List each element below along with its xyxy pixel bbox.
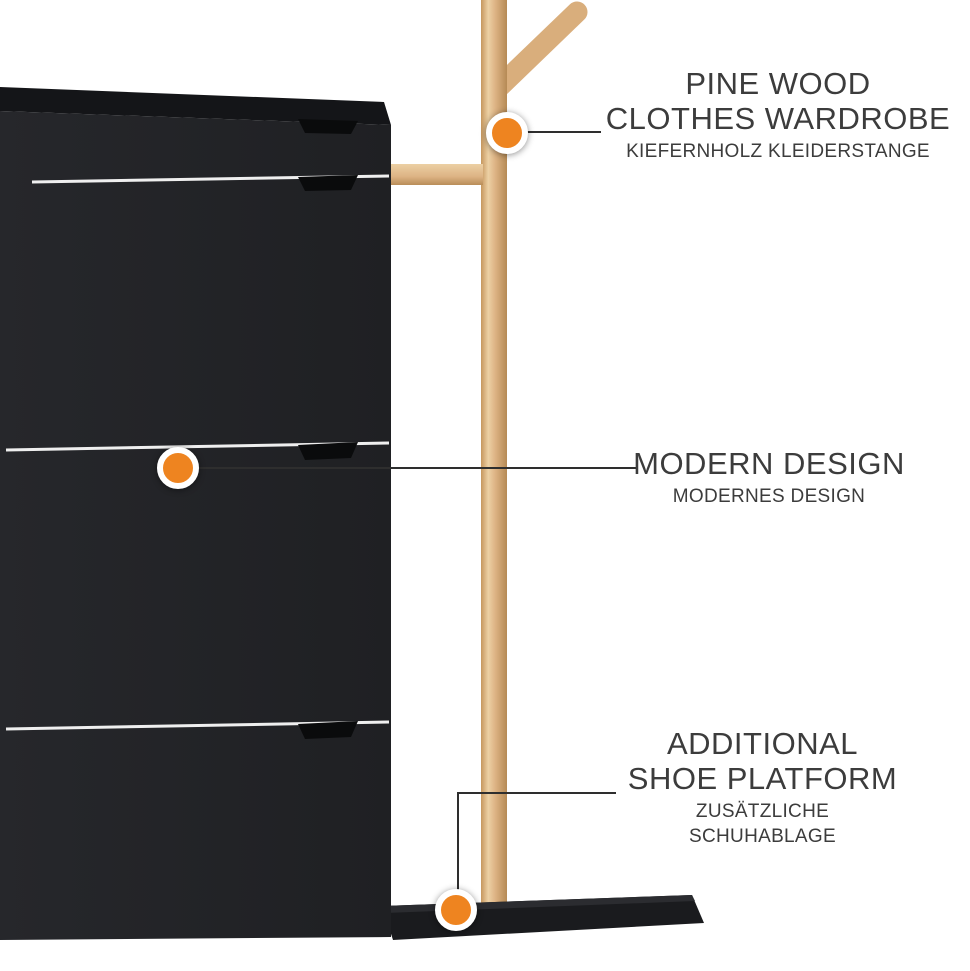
- callout-subtitle-line: SCHUHABLAGE: [689, 826, 836, 847]
- drawer-handle-notch: [298, 175, 358, 191]
- hanging-rail: [389, 164, 483, 185]
- callout-pine-wood-wardrobe: PINE WOOD CLOTHES WARDROBE KIEFERNHOLZ K…: [598, 66, 958, 164]
- feature-marker-platform: [435, 889, 477, 931]
- callout-subtitle: ZUSÄTZLICHE SCHUHABLAGE: [590, 799, 935, 849]
- callout-subtitle-line: ZUSÄTZLICHE: [695, 801, 830, 822]
- drawer-handle-notch: [298, 721, 358, 739]
- callout-title-line: MODERN DESIGN: [633, 446, 905, 481]
- cabinet-front-face: [0, 111, 391, 940]
- leader-line-platform: [457, 792, 616, 895]
- callout-subtitle: MODERNES DESIGN: [599, 484, 939, 509]
- callout-title-line: PINE WOOD: [685, 66, 871, 101]
- wood-branch-hook: [483, 1, 588, 103]
- callout-title: PINE WOOD CLOTHES WARDROBE: [598, 66, 958, 136]
- callout-modern-design: MODERN DESIGN MODERNES DESIGN: [599, 446, 939, 509]
- callout-subtitle: KIEFERNHOLZ KLEIDERSTANGE: [598, 139, 958, 164]
- callout-additional-shoe-platform: ADDITIONAL SHOE PLATFORM ZUSÄTZLICHE SCH…: [590, 726, 935, 849]
- callout-title-line: SHOE PLATFORM: [627, 761, 898, 796]
- feature-marker-wardrobe: [486, 112, 528, 154]
- callout-title-line: ADDITIONAL: [666, 726, 859, 761]
- callout-subtitle-line: MODERNES DESIGN: [672, 486, 866, 507]
- callout-subtitle-line: KIEFERNHOLZ KLEIDERSTANGE: [626, 141, 930, 162]
- drawer-handle-notch: [298, 119, 358, 134]
- callout-title: MODERN DESIGN: [599, 446, 939, 481]
- feature-marker-design: [157, 447, 199, 489]
- callout-title-line: CLOTHES WARDROBE: [605, 101, 951, 136]
- callout-title: ADDITIONAL SHOE PLATFORM: [590, 726, 935, 796]
- cabinet-top-face: [0, 87, 391, 125]
- drawer-handle-notch: [298, 442, 358, 460]
